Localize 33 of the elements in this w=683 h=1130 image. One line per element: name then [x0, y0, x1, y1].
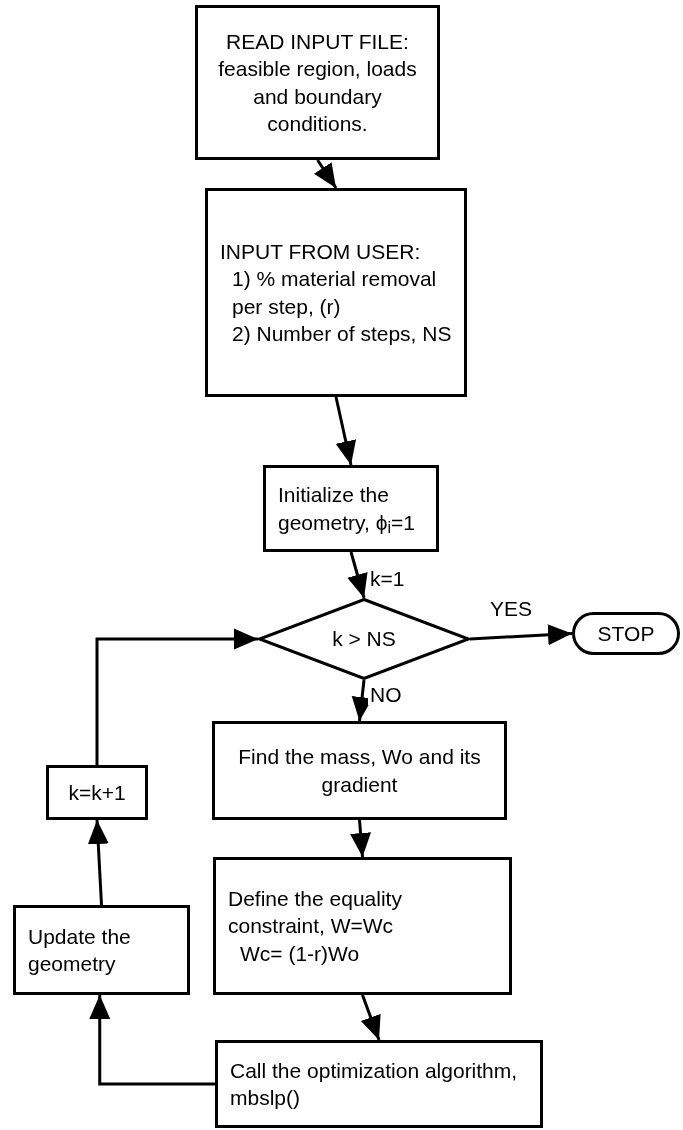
process-box: [263, 465, 439, 552]
decision-text: k > NS: [332, 626, 396, 653]
arrow: [314, 159, 338, 189]
box-text: k=k+1: [68, 779, 126, 806]
box-text: STOP: [597, 620, 655, 647]
process-box: [195, 5, 440, 160]
box-text: Find the mass, Wo and its gradient: [237, 744, 482, 798]
box-heading: Define the equality constraint, W=Wc: [228, 886, 403, 940]
process-box: [13, 905, 190, 995]
arrow: [469, 624, 573, 646]
box-heading: INPUT FROM USER:: [220, 238, 421, 265]
box-text: Update the geometry: [28, 923, 132, 977]
process-box: [213, 857, 512, 995]
arrow: [360, 994, 381, 1041]
box-text: Wc= (1-r)Wo: [239, 940, 360, 967]
process-box: [205, 188, 467, 397]
arrow: [87, 819, 109, 906]
arrow: [334, 396, 357, 466]
terminator-box: [572, 612, 680, 655]
process-box: [46, 765, 148, 820]
process-box: [212, 721, 507, 820]
box-text: feasible region, loads and boundary conditions.: [217, 56, 418, 137]
process-box: [215, 1040, 543, 1128]
box-heading: READ INPUT FILE:: [226, 28, 409, 55]
box-text: 1) % material removal per step, (r): [231, 266, 438, 320]
box-text: Initialize the geometry, ϕ$_{i}$=1: [278, 482, 416, 536]
edge-label: k=1: [368, 568, 407, 589]
box-text: 2) Number of steps, NS: [231, 320, 452, 347]
arrow: [347, 551, 368, 599]
arrow: [350, 819, 372, 858]
arrow: [89, 995, 215, 1086]
box-text: Call the optimization algorithm, mbslp(): [230, 1057, 519, 1111]
arrow: [95, 628, 258, 765]
